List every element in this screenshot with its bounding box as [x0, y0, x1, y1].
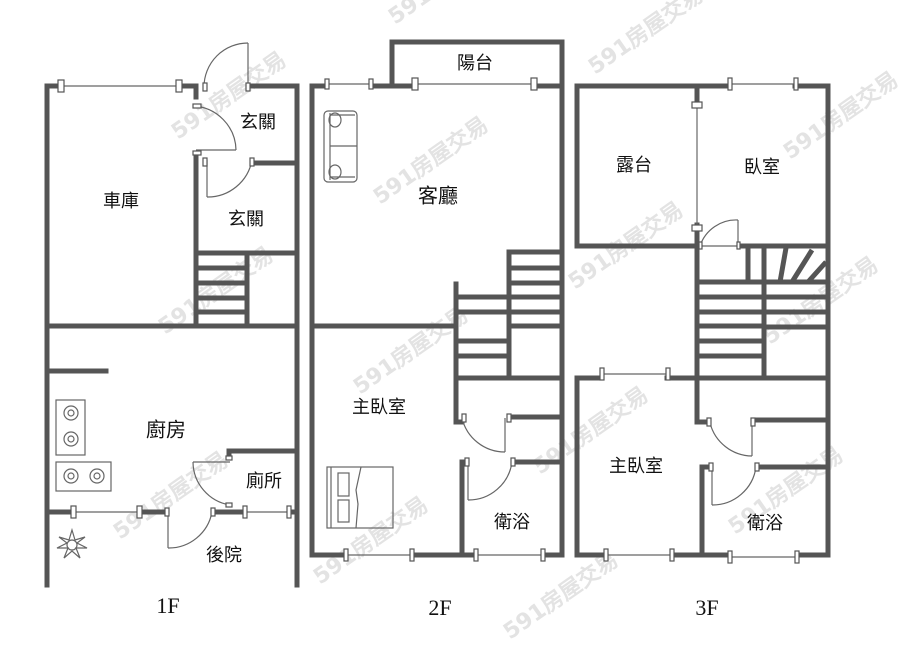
door-icon [461, 413, 516, 501]
floor-3f: 露台 臥室 主臥室 衛浴 3F [574, 77, 831, 620]
room-entrance-lower: 玄關 [228, 209, 264, 230]
door-icon [698, 219, 760, 506]
floor-label-2f: 2F [428, 595, 451, 620]
plant-icon [56, 527, 88, 559]
room-bath-2f: 衛浴 [494, 512, 530, 533]
stairs-icon [196, 253, 250, 326]
walls-3f [574, 83, 831, 558]
room-bedroom-3f: 臥室 [744, 157, 780, 178]
room-terrace: 露台 [616, 155, 652, 176]
stairs-icon [456, 265, 560, 359]
floor-label-3f: 3F [695, 595, 718, 620]
room-balcony: 陽台 [457, 53, 493, 74]
room-bath-3f: 衛浴 [747, 513, 783, 534]
window-icon [324, 77, 546, 562]
room-garage: 車庫 [103, 191, 139, 212]
floor-2f: 陽台 客廳 主臥室 衛浴 2F [309, 39, 565, 620]
svg-text:591房屋交易: 591房屋交易 [384, 0, 509, 30]
sofa-icon [323, 110, 358, 183]
bed-icon [326, 466, 394, 529]
room-kitchen: 廚房 [146, 418, 186, 442]
door-icon [164, 42, 255, 549]
room-backyard: 後院 [206, 545, 242, 566]
room-master-bedroom-2f: 主臥室 [352, 397, 406, 418]
stove-icon [55, 399, 112, 492]
room-living: 客廳 [418, 184, 458, 208]
walls-2f [309, 39, 565, 558]
svg-text:591房屋交易: 591房屋交易 [584, 0, 709, 80]
stairs-icon [697, 246, 828, 381]
window-icon [599, 77, 800, 564]
room-toilet: 廁所 [246, 470, 282, 492]
floor-label-1f: 1F [156, 593, 179, 618]
room-master-bedroom-3f: 主臥室 [609, 456, 663, 477]
room-entrance-upper: 玄關 [240, 112, 276, 133]
window-icon [57, 79, 292, 519]
floor-1f: 車庫 玄關 玄關 廚房 廁所 後院 1F [44, 42, 300, 618]
